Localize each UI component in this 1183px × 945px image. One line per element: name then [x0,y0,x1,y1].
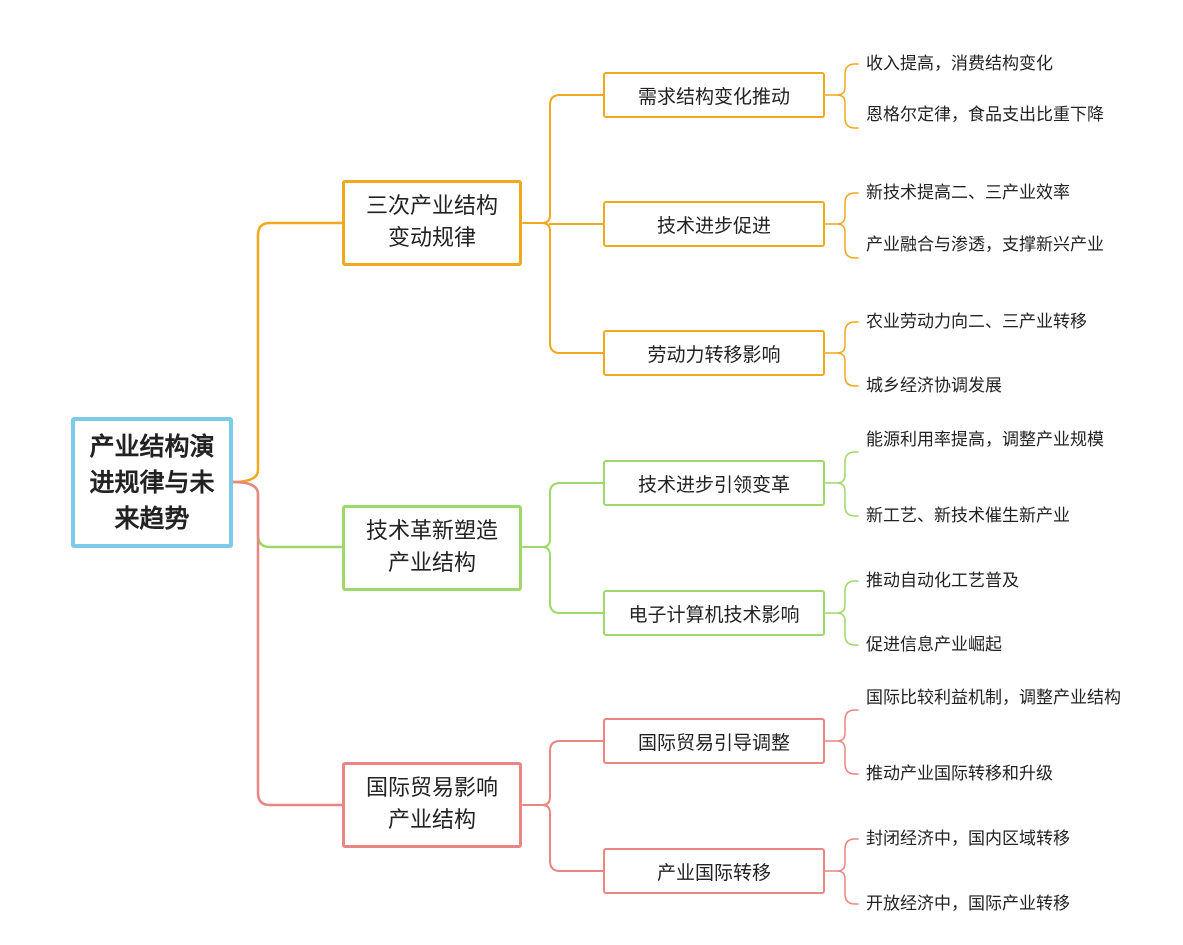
branch-tertiary-structure-law[interactable]: 三次产业结构变动规律 [342,180,522,266]
leaf-item[interactable]: 恩格尔定律，食品支出比重下降 [866,105,1104,125]
topic-labor-transfer[interactable]: 劳动力转移影响 [603,330,825,376]
leaf-connector [824,63,859,129]
leaf-item[interactable]: 推动自动化工艺普及 [866,571,1019,591]
leaf-item[interactable]: 促进信息产业崛起 [866,635,1002,655]
leaf-item[interactable]: 能源利用率提高，调整产业规模 [866,430,1104,450]
topic-label: 技术进步引领变革 [637,473,790,496]
leaf-item[interactable]: 国际比较利益机制，调整产业结构 [866,688,1121,708]
branch-label: 三次产业结构变动规律 [365,194,498,251]
branch-connector [522,482,604,614]
topic-label: 产业国际转移 [656,861,771,884]
root-connector [232,480,342,807]
leaf-connector [824,192,859,259]
branch-tech-innovation[interactable]: 技术革新塑造产业结构 [342,505,522,591]
topic-tech-leads-change[interactable]: 技术进步引领变革 [603,460,825,506]
leaf-connector [824,838,859,905]
topic-demand-structure[interactable]: 需求结构变化推动 [603,72,825,118]
leaf-item[interactable]: 农业劳动力向二、三产业转移 [866,312,1087,332]
root-label: 产业结构演进规律与未来趋势 [89,431,215,533]
root-connector [232,221,342,484]
topic-trade-guided-adjustment[interactable]: 国际贸易引导调整 [603,718,825,764]
leaf-item[interactable]: 推动产业国际转移和升级 [866,764,1053,784]
topic-tech-progress[interactable]: 技术进步促进 [603,201,825,247]
leaf-item[interactable]: 新技术提高二、三产业效率 [866,183,1070,203]
topic-international-transfer[interactable]: 产业国际转移 [603,848,825,894]
topic-label: 电子计算机技术影响 [628,603,800,626]
branch-label: 技术革新塑造产业结构 [365,519,498,576]
branch-label: 国际贸易影响产业结构 [365,776,498,833]
leaf-connector [824,321,859,387]
branch-connector [522,94,604,354]
topic-computer-tech[interactable]: 电子计算机技术影响 [603,590,825,636]
leaf-item[interactable]: 收入提高，消费结构变化 [866,54,1053,74]
leaf-item[interactable]: 新工艺、新技术催生新产业 [866,506,1070,526]
topic-label: 需求结构变化推动 [637,85,790,108]
topic-label: 国际贸易引导调整 [637,731,790,754]
leaf-connector [824,451,859,517]
branch-connector [522,740,604,872]
root-topic[interactable]: 产业结构演进规律与未来趋势 [71,417,233,548]
root-connector [232,480,342,549]
leaf-item[interactable]: 产业融合与渗透，支撑新兴产业 [866,235,1104,255]
leaf-item[interactable]: 开放经济中，国际产业转移 [866,894,1070,914]
leaf-connector [824,580,859,646]
leaf-connector [824,709,859,775]
leaf-item[interactable]: 城乡经济协调发展 [866,376,1002,396]
topic-label: 劳动力转移影响 [647,343,781,366]
branch-international-trade[interactable]: 国际贸易影响产业结构 [342,762,522,848]
topic-label: 技术进步促进 [656,214,771,237]
leaf-item[interactable]: 封闭经济中，国内区域转移 [866,829,1070,849]
